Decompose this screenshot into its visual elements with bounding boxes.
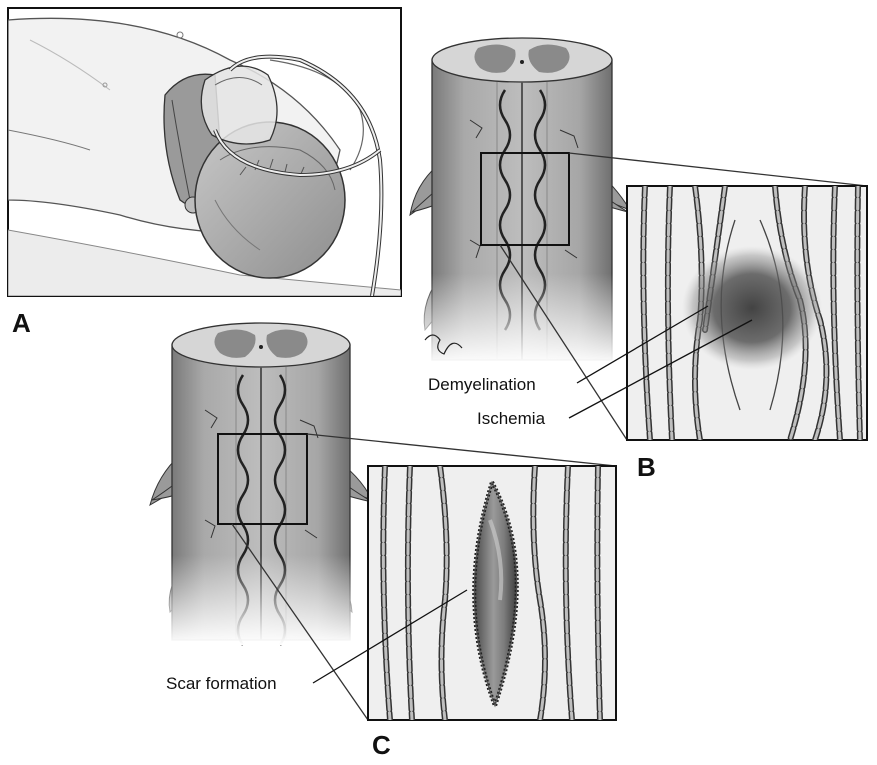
callout-demyelination: Demyelination <box>428 376 536 393</box>
panel-label-a: A <box>12 310 31 336</box>
panel-label-c: C <box>372 732 391 758</box>
spinal-cord-c <box>145 323 375 645</box>
panel-c-magnified <box>368 466 616 720</box>
panel-b-magnified <box>627 186 867 440</box>
spinal-cord-b <box>405 38 635 365</box>
panel-a-illustration <box>8 8 401 296</box>
ischemia-region <box>682 246 822 370</box>
callout-ischemia: Ischemia <box>477 410 545 427</box>
callout-scar-formation: Scar formation <box>166 675 277 692</box>
panel-label-b: B <box>637 454 656 480</box>
